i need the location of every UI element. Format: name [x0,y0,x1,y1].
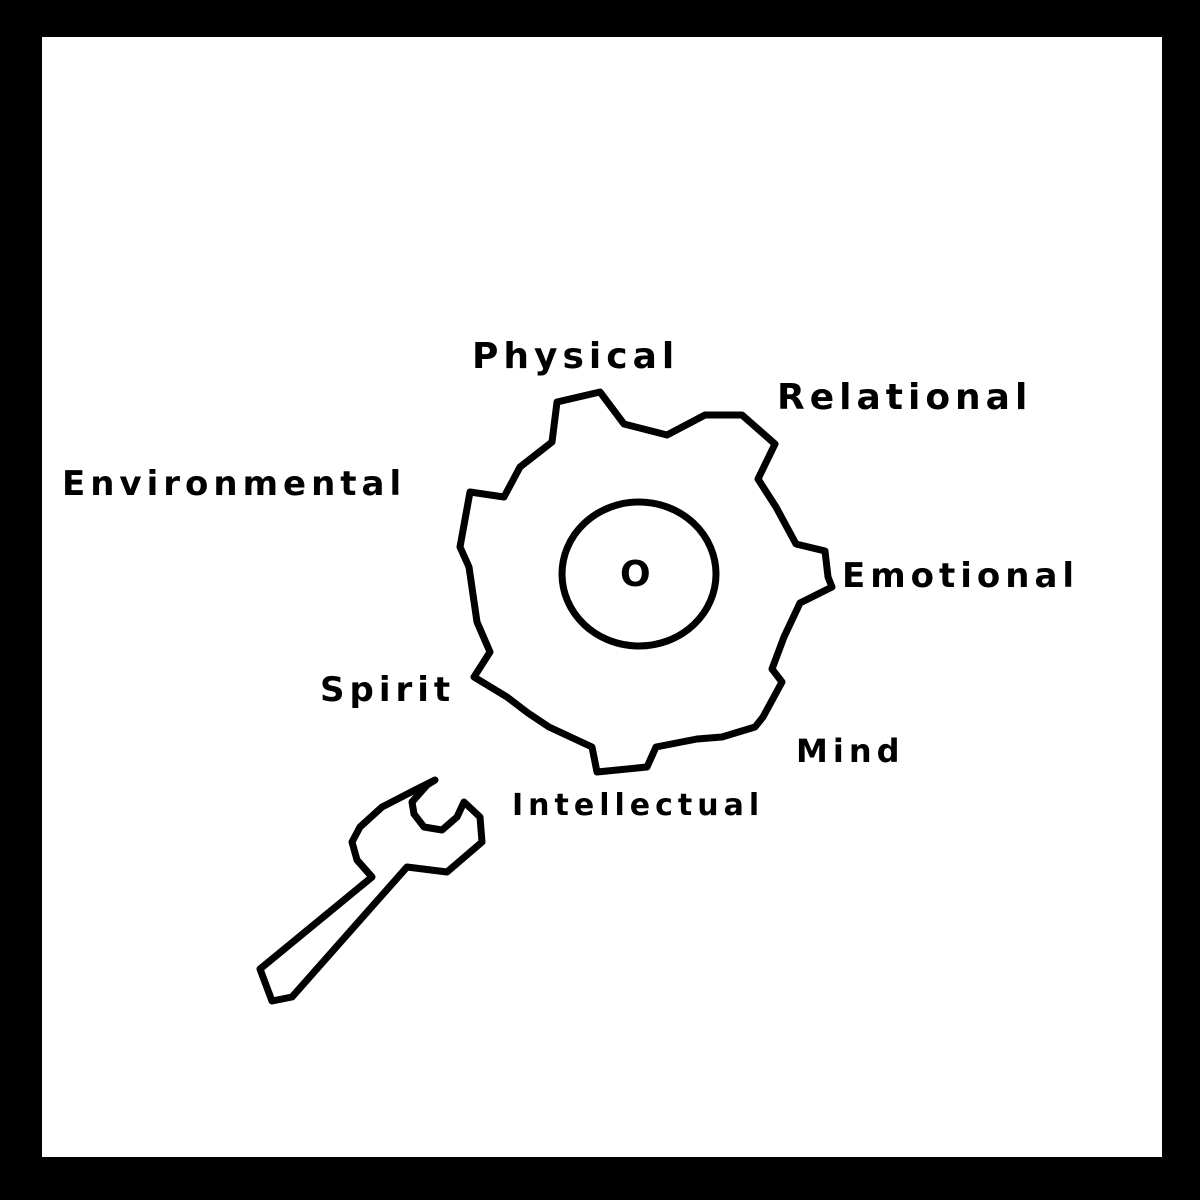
drawing-canvas: O Physical Relational Environmental Emot… [42,37,1162,1157]
label-spirit: Spirit [320,670,456,710]
gear-hub [558,498,720,650]
label-intellectual: Intellectual [512,788,765,823]
illustration [256,388,836,1005]
label-mind: Mind [796,732,905,770]
center-label: O [620,554,651,595]
label-relational: Relational [777,377,1033,418]
label-emotional: Emotional [842,556,1080,596]
label-environmental: Environmental [62,464,407,504]
label-physical: Physical [472,336,680,377]
wrench-icon [256,776,486,1005]
gear-icon [456,388,836,776]
